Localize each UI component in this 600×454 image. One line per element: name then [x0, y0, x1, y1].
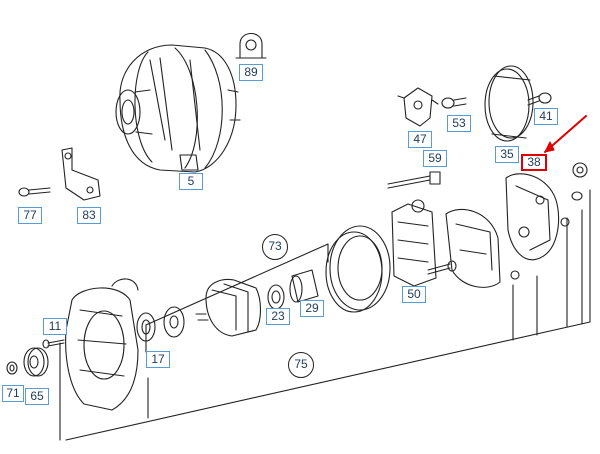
- callout-23[interactable]: 23: [266, 308, 290, 325]
- rectifier-50: [391, 199, 437, 287]
- pulley-65: [23, 347, 49, 377]
- assembly-line: [65, 321, 591, 441]
- clamp-89: [235, 32, 267, 59]
- bolt-41: [527, 92, 552, 106]
- callout-71[interactable]: 71: [2, 385, 24, 402]
- rotor: [195, 278, 262, 337]
- group-callout-75[interactable]: 75: [288, 352, 314, 378]
- regulator-47: [397, 87, 439, 127]
- callout-89[interactable]: 89: [239, 64, 263, 81]
- cover-35: [484, 65, 534, 142]
- bolt-53: [441, 97, 467, 109]
- bearing-23: [267, 284, 285, 310]
- bolt-77: [18, 187, 51, 197]
- callout-77[interactable]: 77: [18, 207, 42, 224]
- alternator-assembly: [115, 44, 241, 173]
- callout-47[interactable]: 47: [408, 131, 432, 148]
- bracket-83: [61, 147, 101, 201]
- callout-29[interactable]: 29: [300, 300, 324, 317]
- bridge-plate: [445, 209, 501, 288]
- long-bolt-59: [387, 171, 441, 189]
- stator-ring: [325, 225, 391, 313]
- callout-53[interactable]: 53: [447, 115, 471, 132]
- callout-38[interactable]: 38: [521, 154, 547, 171]
- group-callout-73[interactable]: 73: [262, 234, 288, 260]
- callout-59[interactable]: 59: [423, 150, 447, 167]
- nut-71: [6, 361, 18, 375]
- callout-41[interactable]: 41: [534, 108, 558, 125]
- callout-17[interactable]: 17: [146, 351, 170, 368]
- front-housing: [65, 278, 139, 411]
- callout-83[interactable]: 83: [77, 207, 101, 224]
- callout-11[interactable]: 11: [43, 318, 67, 335]
- bearing-17: [136, 312, 156, 342]
- callout-5[interactable]: 5: [179, 173, 203, 190]
- housing-plate-38: [505, 173, 560, 261]
- callout-50[interactable]: 50: [402, 286, 426, 303]
- callout-35[interactable]: 35: [495, 146, 519, 163]
- callout-65[interactable]: 65: [25, 388, 49, 405]
- slip-ring-29: [289, 269, 319, 303]
